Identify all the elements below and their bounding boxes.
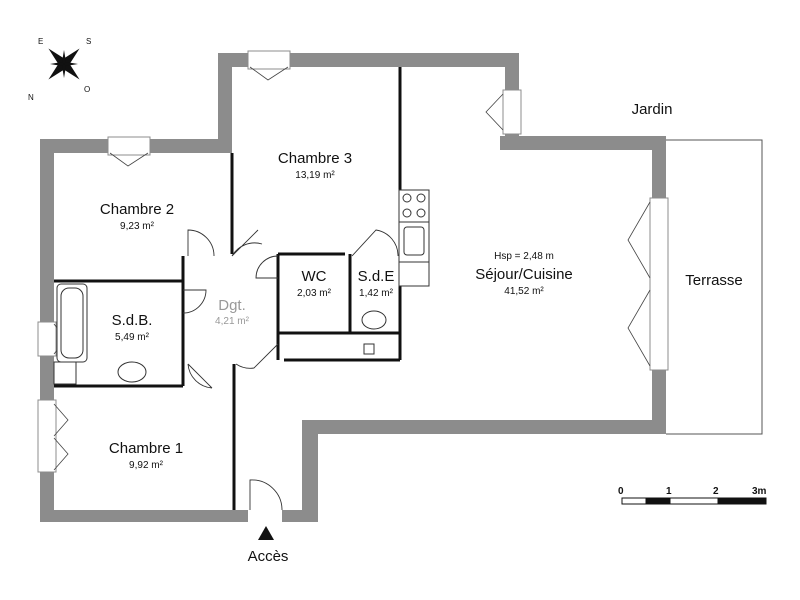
room-sejour-name: Séjour/Cuisine <box>475 266 573 283</box>
scale-segment-3 <box>717 497 767 505</box>
door-chambre1 <box>187 363 213 389</box>
terrasse-border <box>666 139 763 435</box>
scale-segment-0 <box>621 497 647 505</box>
outside-jardin: Jardin <box>632 101 673 118</box>
door-chambre3 <box>231 229 263 257</box>
window-chambre1 <box>37 399 57 473</box>
room-dgt-name: Dgt. <box>218 297 246 314</box>
window-chambre2-swing <box>109 152 149 167</box>
sde-unit <box>398 261 430 287</box>
closet-unit <box>363 343 375 355</box>
wall-top-sejour <box>500 136 666 150</box>
window-chambre3 <box>247 50 291 70</box>
compass-rose <box>48 48 80 80</box>
window-gaps <box>37 50 669 473</box>
fixtures <box>53 189 430 385</box>
sdb-sink <box>117 361 147 383</box>
sde-sink <box>361 310 387 330</box>
door-swings <box>182 229 399 511</box>
scale-tick-2: 2 <box>713 486 719 497</box>
room-chambre1-name: Chambre 1 <box>109 440 183 457</box>
door-sde <box>351 229 399 257</box>
burner-1 <box>402 193 412 203</box>
room-sdb-area: 5,49 m² <box>115 332 150 343</box>
room-sde-name: S.d.E <box>358 268 395 285</box>
room-sde-area: 1,42 m² <box>359 288 394 299</box>
cooktop <box>398 189 430 223</box>
room-wc-name: WC <box>302 268 327 285</box>
scale-bar: 0 1 2 3m <box>618 486 767 505</box>
compass: S E O N <box>28 37 91 102</box>
room-chambre3-name: Chambre 3 <box>278 150 352 167</box>
window-sejour-top <box>502 89 522 135</box>
window-sejour-top-swing <box>485 93 504 131</box>
window-chambre1-swing <box>53 403 69 471</box>
room-chambre2-name: Chambre 2 <box>100 201 174 218</box>
room-sdb-name: S.d.B. <box>112 312 153 329</box>
door-entry <box>249 479 283 511</box>
wall-right-sejour-lower <box>652 370 666 434</box>
compass-o: O <box>84 85 90 94</box>
window-terrasse-swing <box>627 201 651 367</box>
wall-bottom-entry <box>282 510 318 522</box>
terrasse-outline <box>666 139 763 435</box>
scale-segment-2 <box>669 497 719 505</box>
scale-segment-1 <box>645 497 671 505</box>
window-chambre2 <box>107 136 151 156</box>
window-chambre3-swing <box>249 66 289 81</box>
room-chambre1-area: 9,92 m² <box>129 460 164 471</box>
sdb-cabinet <box>53 361 77 385</box>
room-sejour-hsp: Hsp = 2,48 m <box>494 251 554 262</box>
wall-top-chambre3 <box>218 53 518 67</box>
compass-s: S <box>86 37 91 46</box>
window-terrasse <box>649 197 669 371</box>
door-chambre2 <box>187 229 215 257</box>
burner-3 <box>402 208 412 218</box>
wall-bottom-chambre1 <box>40 510 248 522</box>
burner-2 <box>416 193 426 203</box>
wall-bottom-corridor <box>302 420 318 522</box>
wall-right-sejour-upper <box>652 136 666 198</box>
wall-left-chambre3 <box>218 53 232 153</box>
outside-terrasse: Terrasse <box>685 272 743 289</box>
door-dgt-right <box>235 343 279 369</box>
compass-e: E <box>38 37 43 46</box>
burner-4 <box>416 208 426 218</box>
scale-tick-0: 0 <box>618 486 624 497</box>
access-arrow-icon <box>258 526 274 540</box>
kitchen-sink-basin <box>403 226 425 256</box>
window-sdb <box>37 321 57 357</box>
room-labels: Chambre 3 13,19 m² Chambre 2 9,23 m² Cha… <box>100 101 743 565</box>
room-wc-area: 2,03 m² <box>297 288 332 299</box>
compass-n: N <box>28 93 34 102</box>
room-chambre2-area: 9,23 m² <box>120 221 155 232</box>
door-wc <box>255 255 279 279</box>
door-sdb <box>182 289 207 314</box>
bathtub-inner <box>60 287 84 359</box>
scale-tick-1: 1 <box>666 486 672 497</box>
scale-tick-3: 3m <box>752 486 767 497</box>
room-sejour-area: 41,52 m² <box>504 286 544 297</box>
wall-bottom-sejour <box>302 420 666 434</box>
outside-acces: Accès <box>248 548 289 565</box>
room-dgt-area: 4,21 m² <box>215 316 250 327</box>
room-chambre3-area: 13,19 m² <box>295 170 335 181</box>
